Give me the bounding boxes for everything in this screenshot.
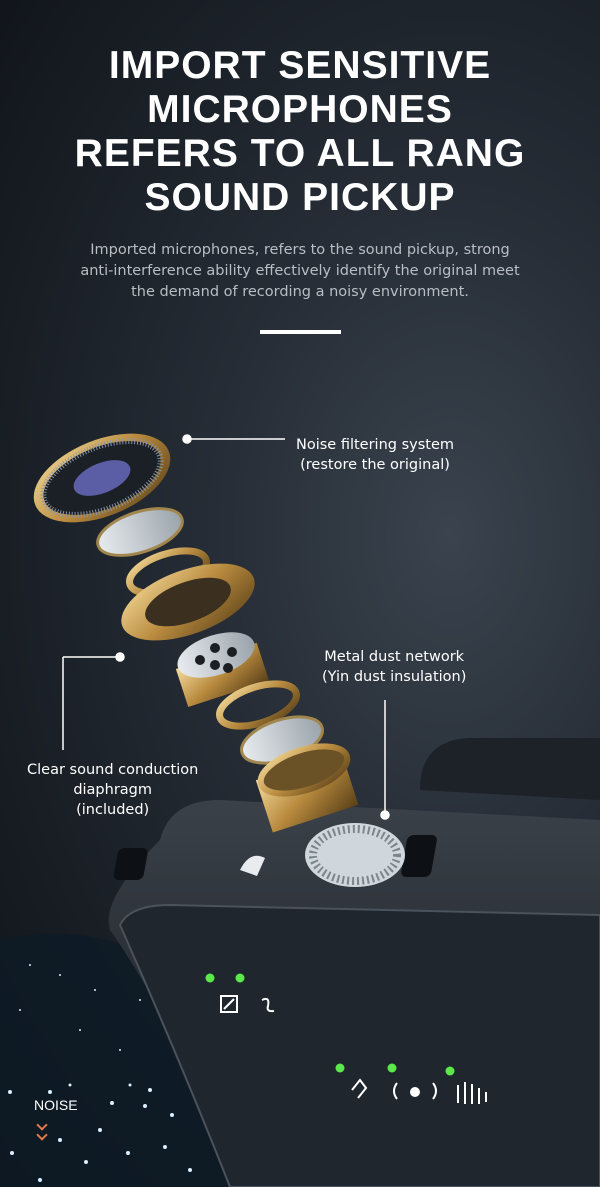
callout-text: (restore the original) [300,457,450,473]
callout-text: Metal dust network [324,649,465,665]
headline-line: IMPORT SENSITIVE [108,44,492,87]
subtitle: Imported microphones, refers to the soun… [40,240,560,303]
status-leds [205,973,455,1076]
callout-metal-dust: Metal dust network (Yin dust insulation) [322,647,466,687]
headline-line: SOUND PICKUP [144,176,456,219]
callout-text: (Yin dust insulation) [322,669,467,685]
callout-text: Clear sound conduction [27,762,199,778]
headline: IMPORT SENSITIVE MICROPHONES REFERS TO A… [0,44,600,220]
status-icons [220,995,487,1104]
mic-icon [240,855,265,876]
callout-diaphragm: Clear sound conduction diaphragm (includ… [27,760,198,820]
microphone-exploded-view [33,433,359,833]
callout-noise-filtering: Noise filtering system (restore the orig… [296,435,454,475]
callout-text: Noise filtering system [296,437,455,453]
subtitle-line: Imported microphones, refers to the soun… [90,242,510,258]
subtitle-line: the demand of recording a noisy environm… [131,284,469,300]
callout-text: (included) [76,802,150,818]
divider [260,330,341,334]
subtitle-line: anti-interference ability effectively id… [80,263,520,279]
callout-text: diaphragm [73,782,153,798]
noise-label: NOISE [34,1097,78,1113]
headline-line: REFERS TO ALL RANG [74,132,526,175]
headline-line: MICROPHONES [147,88,453,131]
